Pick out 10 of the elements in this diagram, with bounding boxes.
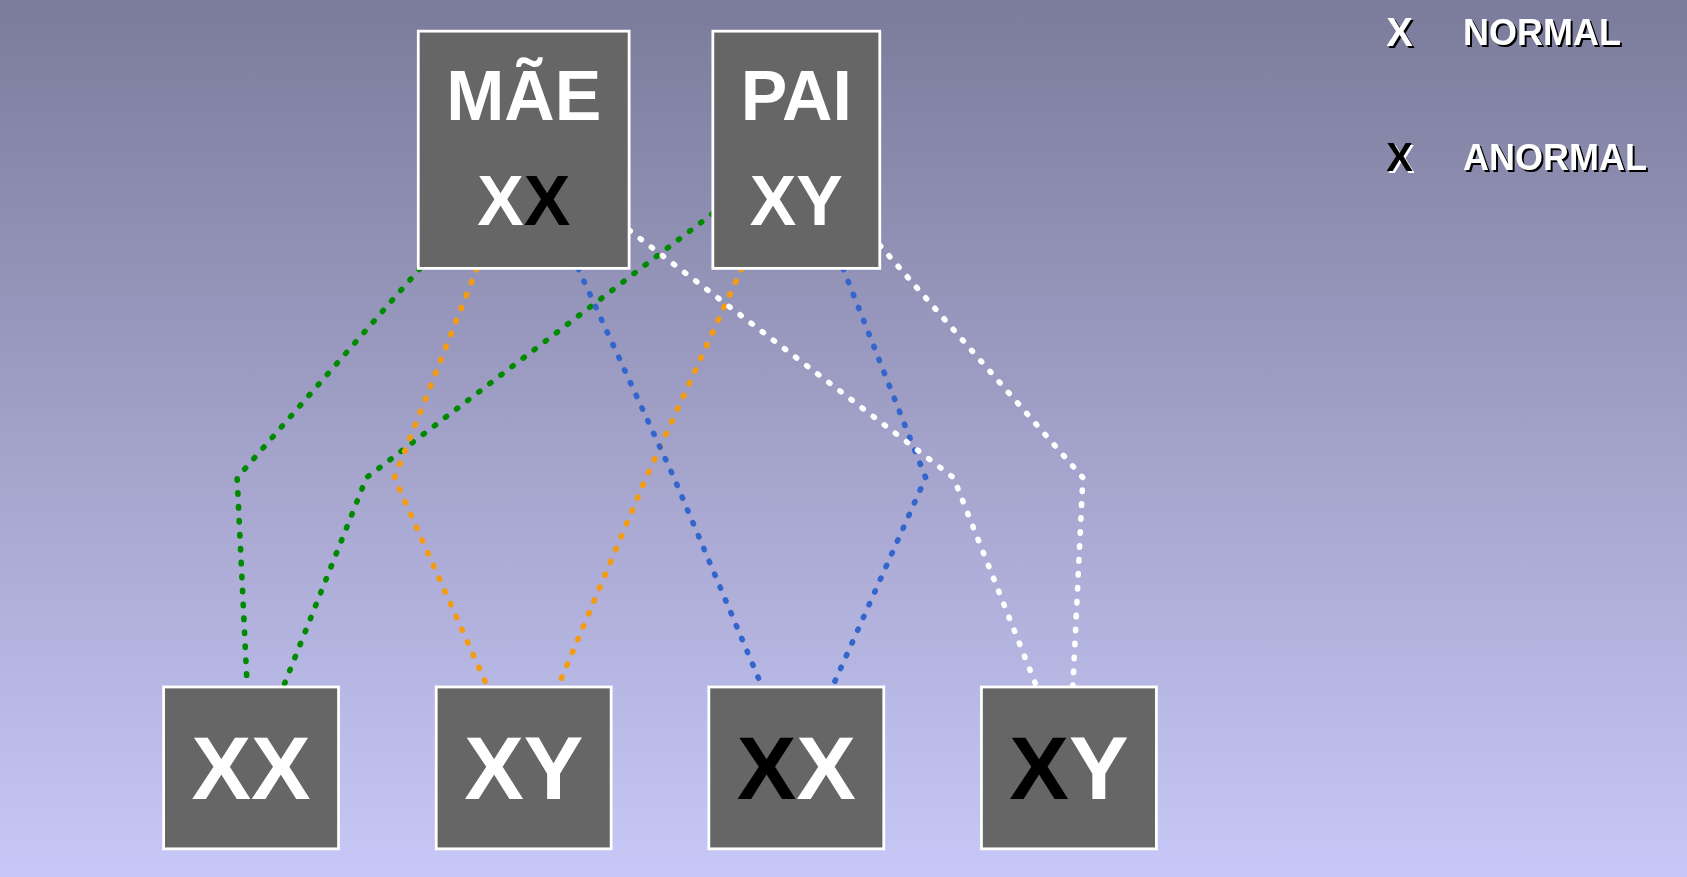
- legend-letter: X: [1386, 135, 1413, 180]
- genotype-box: XX: [707, 685, 886, 851]
- legend-text: NORMAL: [1463, 11, 1621, 54]
- genotype-box: XY: [980, 685, 1158, 851]
- genotype-box: XX: [162, 685, 340, 851]
- legend-letter: X: [1386, 10, 1413, 55]
- genotype-box: XY: [434, 685, 613, 851]
- genotype-box: MÃE XX: [416, 29, 631, 270]
- genotype-box: PAI XY: [711, 29, 882, 270]
- legend-text: ANORMAL: [1463, 136, 1647, 179]
